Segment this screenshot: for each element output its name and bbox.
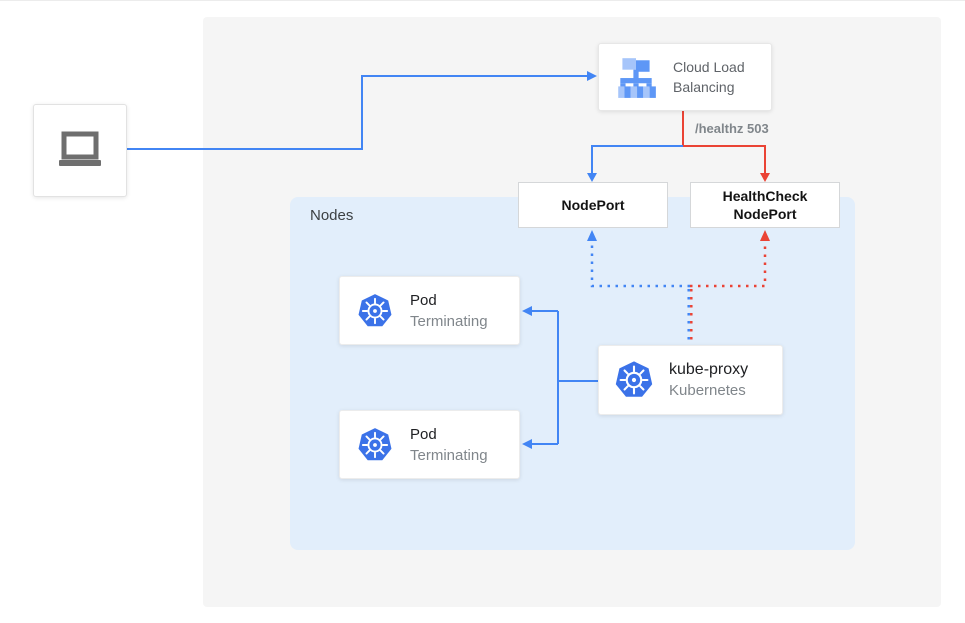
pod-title: Pod <box>410 425 437 443</box>
kubeproxy-to-nodeport-dotted <box>590 242 690 288</box>
healthcheck-nodeport-box: HealthCheck NodePort <box>690 182 840 228</box>
healthcheck-nodeport-label: HealthCheck NodePort <box>722 188 808 222</box>
pod-status: Terminating <box>410 446 488 464</box>
kube-proxy-node: kube-proxy Kubernetes <box>598 345 783 415</box>
pod-2-node: Pod Terminating <box>339 410 520 479</box>
cloud-load-balancing-label: Cloud Load Balancing <box>673 59 745 95</box>
lb-to-healthcheck-red-line <box>683 145 766 173</box>
cloud-load-balancing-node: Cloud Load Balancing <box>598 43 772 111</box>
nodeport-label: NodePort <box>561 197 625 213</box>
lb-to-healthcheck-arrowhead <box>760 173 770 182</box>
healthcheck-dotted-arrowhead <box>760 230 770 241</box>
kubernetes-icon <box>358 293 392 326</box>
pod-status: Terminating <box>410 312 488 330</box>
kubernetes-icon <box>615 361 653 397</box>
lb-to-nodeport-arrowhead <box>587 173 597 182</box>
pod1-arrowhead <box>522 306 532 316</box>
laptop-icon <box>59 131 101 166</box>
kubernetes-icon <box>358 427 392 460</box>
client-to-lb-line <box>127 75 588 150</box>
nodes-panel-label: Nodes <box>310 207 354 224</box>
lb-to-nodeport-blue-line <box>591 145 683 173</box>
healthz-status-label: /healthz 503 <box>695 121 769 136</box>
cloud-load-balancing-icon <box>618 58 656 98</box>
client-node <box>33 104 127 197</box>
pod-title: Pod <box>410 291 437 309</box>
pod-1-node: Pod Terminating <box>339 276 520 345</box>
kubeproxy-to-healthcheck-dotted <box>690 242 767 288</box>
kube-proxy-subtitle: Kubernetes <box>669 382 746 399</box>
kube-proxy-title: kube-proxy <box>669 361 749 378</box>
nodeport-dotted-arrowhead <box>587 230 597 241</box>
kubeproxy-to-pods-line <box>531 310 598 445</box>
client-to-lb-arrowhead <box>587 71 597 81</box>
pod2-arrowhead <box>522 439 532 449</box>
nodeport-box: NodePort <box>518 182 668 228</box>
